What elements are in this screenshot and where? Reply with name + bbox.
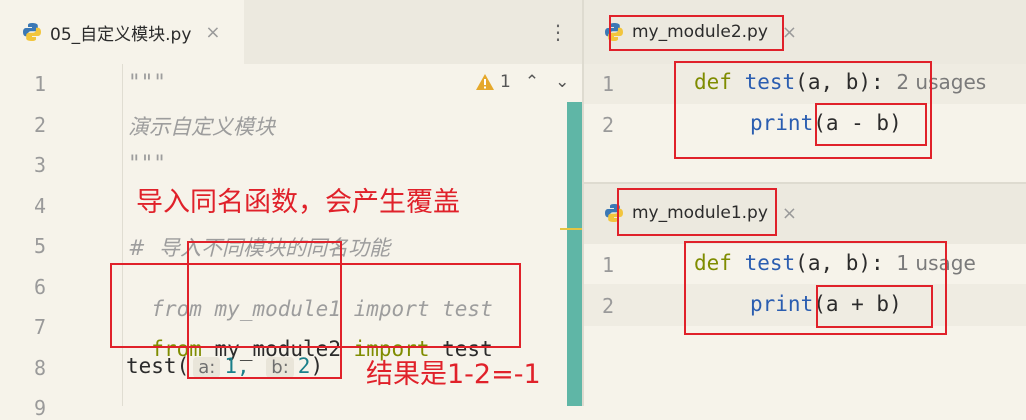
split-divider[interactable] — [582, 0, 584, 406]
keyword: from — [151, 297, 202, 321]
close-icon[interactable]: × — [205, 21, 221, 43]
highlight-box-expr-module1 — [816, 285, 933, 328]
right-top-tab-bar — [584, 0, 1026, 64]
function-name: test — [744, 251, 796, 275]
line-number: 6 — [33, 275, 46, 299]
code-line-2: 演示自定义模块 — [128, 115, 275, 139]
params: (a, b): — [795, 251, 884, 275]
highlight-box-tab-module1 — [617, 188, 777, 236]
keyword: def — [694, 251, 732, 275]
annotation-override: 导入同名函数，会产生覆盖 — [136, 187, 460, 218]
usages-hint[interactable]: 2 usages — [896, 70, 987, 94]
code-line-8: test(a:1, b:2) — [126, 354, 323, 378]
expression: (a - b) — [813, 111, 902, 135]
keyword: import — [353, 297, 430, 321]
python-icon — [23, 23, 41, 41]
code-line-5: # 导入不同模块的同名功能 — [128, 236, 390, 260]
expression: (a + b) — [813, 292, 902, 316]
line-number: 7 — [33, 315, 46, 339]
line-number: 5 — [33, 234, 46, 258]
params: (a, b): — [795, 70, 884, 94]
line-number: 1 — [33, 72, 46, 96]
line-number: 1 — [601, 253, 614, 277]
annotation-result: 结果是1-2=-1 — [366, 359, 541, 390]
highlight-box-expr-module2 — [815, 103, 927, 146]
keyword: def — [694, 70, 732, 94]
code-line-3: """ — [128, 151, 166, 175]
warning-icon — [476, 74, 494, 90]
inspection-widget[interactable]: 1 ⌃ ⌄ — [476, 72, 569, 92]
number: 1, — [224, 354, 250, 378]
highlight-box-tab-module2 — [609, 15, 784, 51]
pane-divider[interactable] — [584, 182, 1026, 184]
code-line-print: print(a + b) — [750, 292, 902, 316]
python-icon — [605, 23, 623, 41]
code-line-print: print(a - b) — [750, 111, 902, 135]
module-name: my_module1 — [214, 297, 341, 321]
code-line-def: def test(a, b): 2 usages — [694, 70, 986, 94]
current-line-highlight — [584, 284, 1026, 326]
line-number: 1 — [601, 72, 614, 96]
paren: ) — [310, 354, 324, 378]
line-number: 4 — [33, 194, 46, 218]
tab-label: my_module1.py — [632, 203, 768, 223]
line-number: 8 — [33, 356, 46, 380]
current-line-highlight — [584, 64, 1026, 104]
param-hint: a: — [193, 357, 221, 378]
identifier: test — [442, 297, 493, 321]
indent-guide — [122, 64, 123, 406]
code-line-6: from my_module1 import test — [126, 273, 493, 321]
code-line-7: from my_module2 import test — [126, 313, 493, 361]
close-icon[interactable]: × — [781, 21, 797, 43]
python-icon — [605, 204, 623, 222]
tab-my-module1[interactable]: my_module1.py × — [604, 182, 797, 244]
builtin-print: print — [750, 111, 814, 135]
highlight-box-def-module2 — [674, 61, 932, 159]
line-number: 2 — [601, 294, 614, 318]
highlight-box-imports — [110, 263, 521, 348]
highlight-box-modules — [187, 241, 342, 379]
tab-label: 05_自定义模块.py — [50, 24, 192, 45]
number: 2 — [297, 354, 311, 378]
more-options-icon[interactable]: ⋮ — [548, 20, 568, 44]
close-icon[interactable]: × — [781, 202, 797, 224]
highlight-box-def-module1 — [684, 241, 947, 335]
identifier: test — [442, 337, 493, 361]
code-line-1: """ — [128, 70, 166, 94]
tab-05-custom-module[interactable]: 05_自定义模块.py × — [22, 0, 220, 64]
keyword: import — [353, 337, 430, 361]
chevron-up-icon[interactable]: ⌃ — [524, 72, 540, 92]
param-hint: b: — [266, 357, 294, 378]
yellow-marker — [560, 228, 582, 230]
tab-my-module2[interactable]: my_module2.py × — [604, 0, 797, 64]
change-marker-bar — [567, 102, 582, 406]
warning-count: 1 — [500, 72, 511, 92]
function-name: test — [744, 70, 796, 94]
line-number: 9 — [33, 396, 46, 420]
line-number: 2 — [33, 113, 46, 137]
function-call: test( — [126, 354, 190, 378]
chevron-down-icon[interactable]: ⌄ — [555, 72, 570, 92]
line-number: 2 — [601, 113, 614, 137]
tab-label: my_module2.py — [632, 22, 768, 42]
line-number: 3 — [33, 153, 46, 177]
builtin-print: print — [750, 292, 814, 316]
